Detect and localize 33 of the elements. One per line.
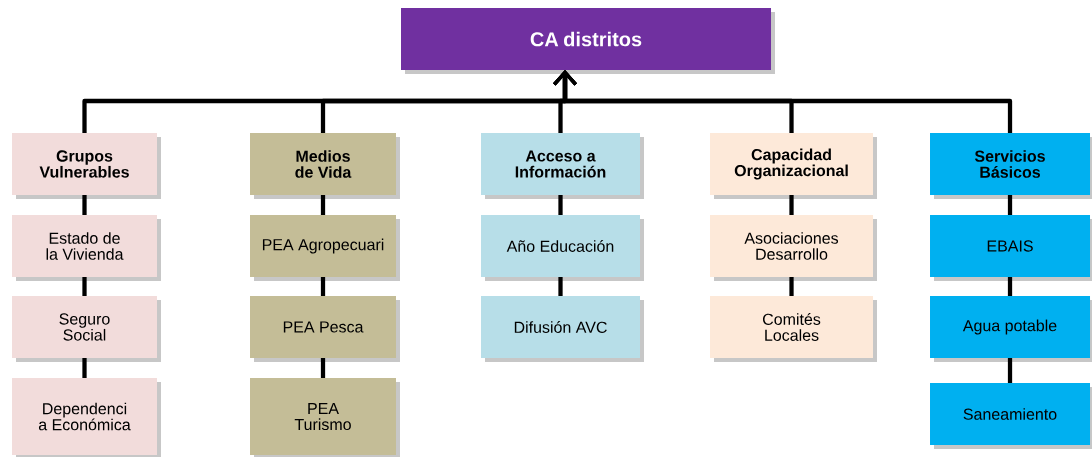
category-box: Acceso a Información: [481, 133, 644, 199]
category-box: Capacidad Organizacional: [710, 133, 877, 199]
indicator-box: EBAIS: [930, 215, 1092, 281]
connector: [789, 195, 794, 215]
indicator-box: PEA Turismo: [250, 378, 400, 457]
indicator-box: Asociaciones Desarrollo: [710, 215, 877, 281]
indicator-box: Comités Locales: [710, 296, 877, 362]
connector: [558, 277, 563, 296]
connector: [1007, 195, 1013, 215]
connector: [789, 277, 794, 296]
category-box: Grupos Vulnerables: [12, 133, 161, 199]
indicator-box: Dependenci a Económica: [12, 378, 161, 457]
connector: [82, 277, 87, 296]
connector: [553, 70, 1013, 133]
category-box: Medios de Vida: [250, 133, 400, 199]
indicator-box: Agua potable: [930, 296, 1092, 362]
connector: [82, 195, 87, 215]
indicator-box: Seguro Social: [12, 296, 161, 362]
category-box: Servicios Básicos: [930, 133, 1092, 199]
connector: [82, 358, 87, 378]
indicator-box: PEA Pesca: [250, 296, 400, 362]
indicator-box: Difusión AVC: [481, 296, 644, 362]
connector: [320, 277, 326, 296]
indicator-box: Año Educación: [481, 215, 644, 281]
indicator-box: PEA Agropecuari: [250, 215, 400, 281]
connector: [558, 195, 563, 215]
connector: [1007, 358, 1013, 383]
connector: [320, 195, 326, 215]
indicator-box: Estado de la Vivienda: [12, 215, 161, 281]
connector: [320, 358, 326, 378]
indicator-box: Saneamiento: [930, 383, 1092, 449]
connector: [1007, 277, 1013, 296]
title-box: CA distritos: [401, 8, 775, 74]
